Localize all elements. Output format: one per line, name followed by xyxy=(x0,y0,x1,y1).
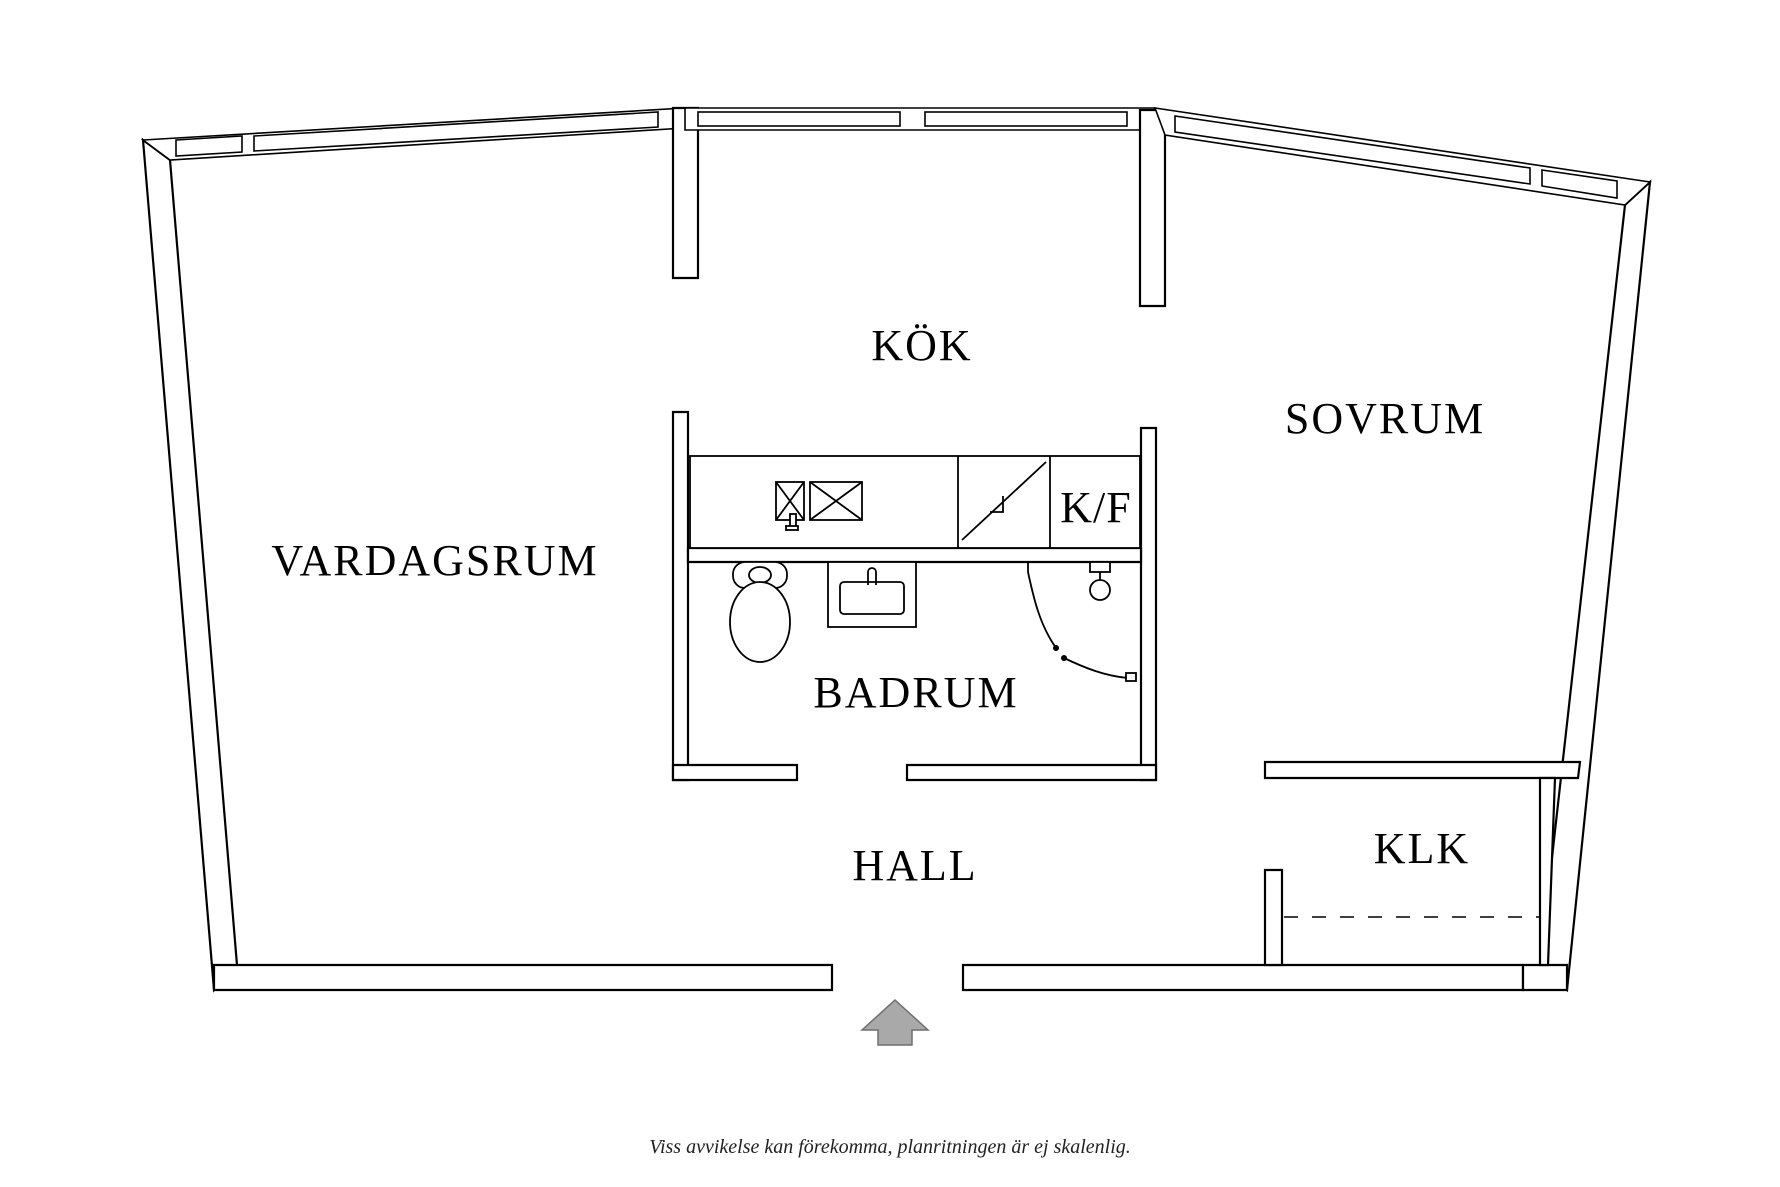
room-label-kok: KÖK xyxy=(871,321,972,370)
shower-icon xyxy=(1027,561,1137,682)
room-label-vardagsrum: VARDAGSRUM xyxy=(271,536,598,585)
room-label-klk: KLK xyxy=(1374,824,1470,873)
room-labels: KÖK SOVRUM VARDAGSRUM K/F BADRUM HALL KL… xyxy=(271,321,1485,890)
core-walls xyxy=(671,410,1158,782)
stove-icon xyxy=(775,481,863,531)
room-label-kf: K/F xyxy=(1060,483,1131,532)
sink-icon xyxy=(827,561,917,628)
kitchen-counter xyxy=(689,455,1141,549)
room-label-sovrum: SOVRUM xyxy=(1285,394,1485,443)
partition-walls xyxy=(1263,760,1582,967)
room-label-hall: HALL xyxy=(852,841,977,890)
windows xyxy=(140,106,1652,308)
entrance-arrow-icon xyxy=(860,998,930,1046)
disclaimer-text: Viss avvikelse kan förekomma, planritnin… xyxy=(649,1136,1131,1158)
room-label-badrum: BADRUM xyxy=(813,668,1018,717)
toilet-icon xyxy=(729,561,791,663)
outer-walls xyxy=(141,137,1652,993)
